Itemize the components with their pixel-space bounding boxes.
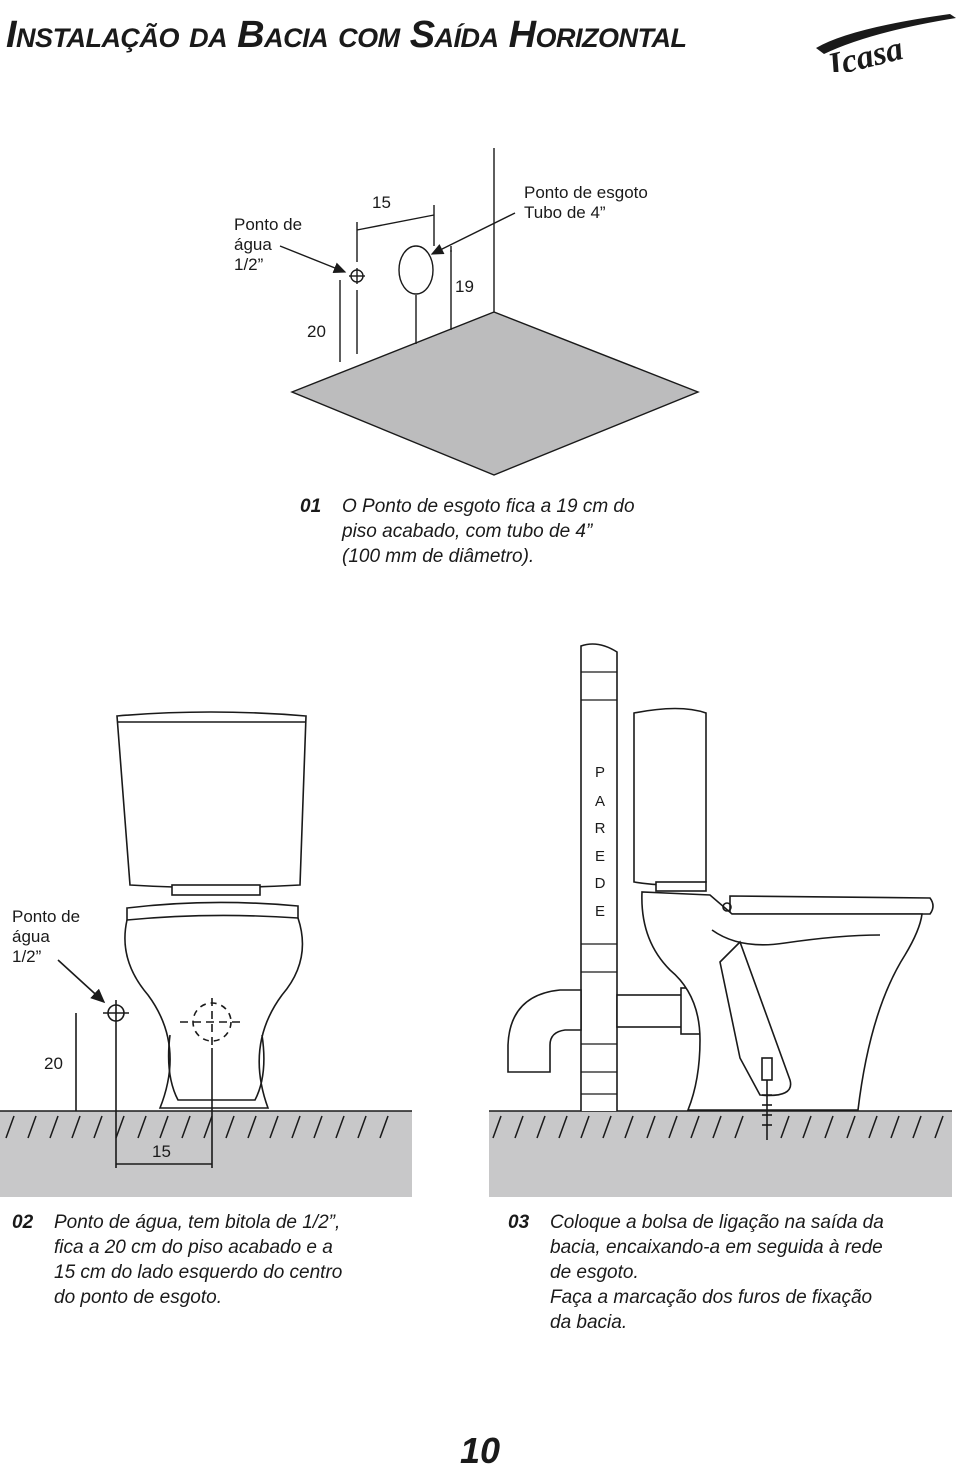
step-2-text: Ponto de água, tem bitola de 1/2”, fica … (54, 1212, 343, 1308)
step-2-number: 02 (12, 1212, 34, 1233)
dimension-20-label: 20 (307, 322, 326, 341)
wall-letter: A (594, 793, 605, 810)
page-title: Instalação da Bacia com Saída Horizontal (6, 14, 687, 56)
wall-letter: E (594, 848, 605, 865)
step-2: 02 Ponto de água, tem bitola de 1/2”, fi… (12, 1210, 472, 1320)
page-number: 10 (459, 1430, 501, 1471)
icasa-logo: Icasa (816, 14, 956, 72)
step-1: 01 O Ponto de esgoto fica a 19 cm do pis… (300, 494, 720, 574)
step-1-number: 01 (300, 496, 322, 517)
sewer-point-label: Ponto de esgoto Tubo de 4” (524, 183, 648, 222)
water-point-label: Ponto de água 1/2” (234, 215, 303, 274)
wall-letter: E (594, 903, 605, 920)
figure1-wall-floor (279, 148, 700, 476)
wall-letter: P (594, 764, 605, 781)
step-1-text: O Ponto de esgoto fica a 19 cm do piso a… (342, 496, 635, 567)
front-water-point-label: Ponto de água 1/2” (12, 907, 81, 966)
wall-letter: D (594, 875, 606, 892)
step-3-number: 03 (508, 1212, 530, 1233)
figure2-toilet-front (0, 711, 412, 1197)
step-3-text: Coloque a bolsa de ligação na saída da b… (550, 1212, 884, 1333)
dimension-19-label: 19 (455, 277, 474, 296)
dimension-15-label: 15 (372, 193, 391, 212)
front-dimension-15-label: 15 (152, 1142, 171, 1161)
front-dimension-20-label: 20 (44, 1054, 63, 1073)
wall-letter: R (594, 820, 606, 837)
figure3-toilet-side (489, 643, 952, 1197)
step-3: 03 Coloque a bolsa de ligação na saída d… (508, 1210, 958, 1340)
